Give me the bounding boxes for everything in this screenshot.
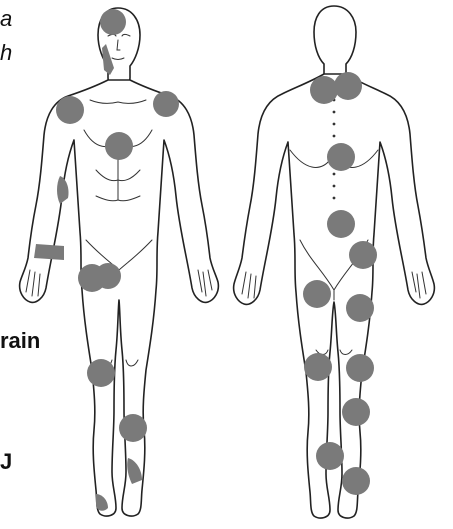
tender-point-front-chest bbox=[105, 132, 133, 160]
back-body-figure bbox=[234, 6, 435, 518]
tender-point-back-thigh-right bbox=[346, 294, 374, 322]
tender-point-back-knee-right bbox=[346, 354, 374, 382]
tender-point-front-shin bbox=[119, 414, 147, 442]
tender-point-front-head bbox=[100, 9, 126, 35]
tender-point-back-buttock-left bbox=[303, 280, 331, 308]
tender-point-front-shoulder-right bbox=[56, 96, 84, 124]
tender-point-front-wrist bbox=[34, 244, 64, 260]
tender-point-front-elbow bbox=[57, 176, 69, 204]
tender-point-back-ankle-left bbox=[316, 442, 344, 470]
front-body-figure bbox=[20, 8, 219, 516]
tender-point-back-hip-right bbox=[349, 241, 377, 269]
tender-point-front-hip-left bbox=[95, 263, 121, 289]
tender-point-back-ankle-right bbox=[342, 467, 370, 495]
tender-point-front-shoulder-left bbox=[153, 91, 179, 117]
tender-point-back-lower bbox=[327, 210, 355, 238]
tender-point-front-knee bbox=[87, 359, 115, 387]
back-head bbox=[314, 6, 356, 76]
tender-point-back-neck-left bbox=[334, 72, 362, 100]
tender-point-back-neck-right bbox=[310, 76, 338, 104]
tender-point-back-mid bbox=[327, 143, 355, 171]
tender-point-back-knee-left bbox=[304, 353, 332, 381]
tender-point-back-calf bbox=[342, 398, 370, 426]
